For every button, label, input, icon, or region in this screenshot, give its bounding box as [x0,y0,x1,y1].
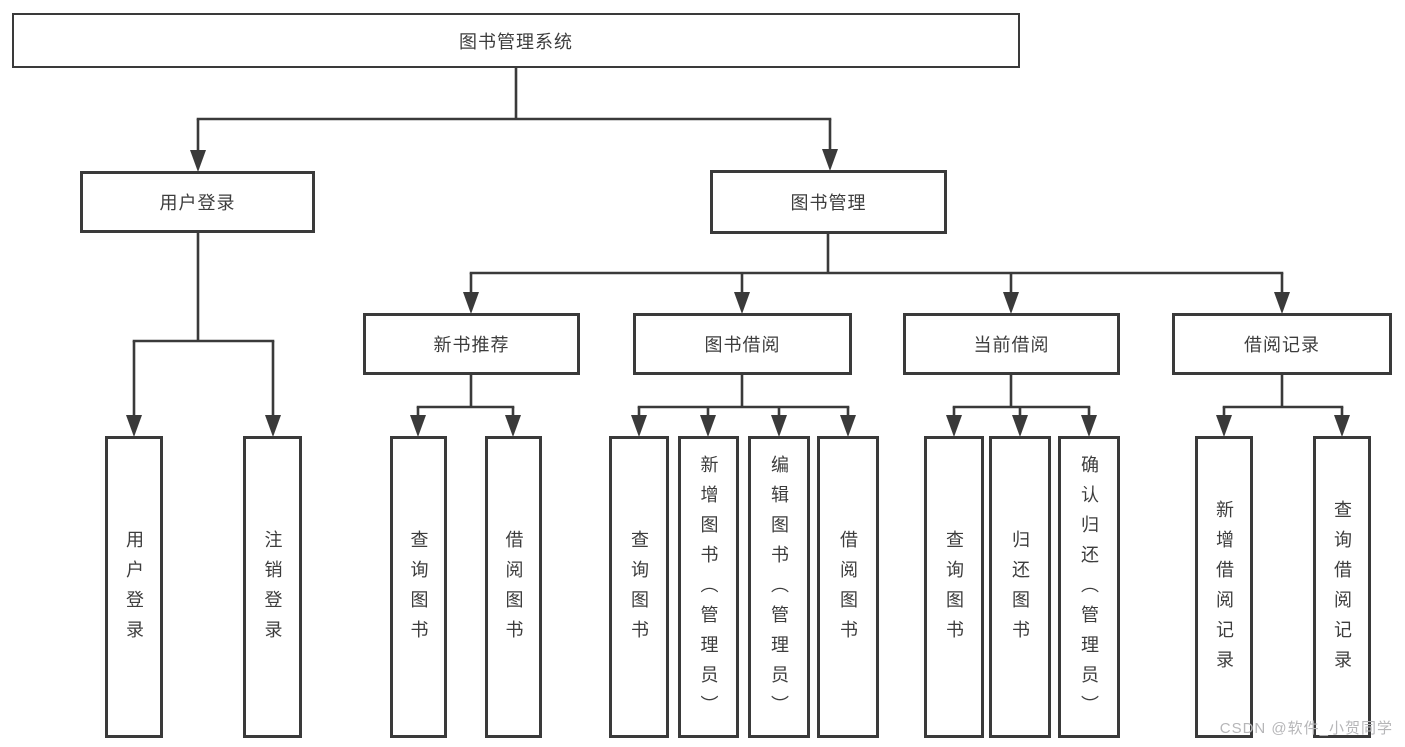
leaf-borrow-books: 借阅图书 [817,436,879,738]
leaf-return-books: 归还图书 [989,436,1051,738]
node-module-current-borrow: 当前借阅 [903,313,1120,375]
leaf-query-books-current: 查询图书 [924,436,984,738]
leaf-confirm-return-admin: 确认归还（管理员） [1058,436,1120,738]
leaf-add-borrow-record: 新增借阅记录 [1195,436,1253,738]
node-user-login-branch: 用户登录 [80,171,315,233]
leaf-query-books-borrow: 查询图书 [609,436,669,738]
leaf-query-borrow-record: 查询借阅记录 [1313,436,1371,738]
node-module-book-borrow: 图书借阅 [633,313,852,375]
node-book-management-branch: 图书管理 [710,170,947,234]
leaf-borrow-books-recommend: 借阅图书 [485,436,542,738]
leaf-add-books-admin: 新增图书（管理员） [678,436,739,738]
leaf-user-login: 用户登录 [105,436,163,738]
node-system-root: 图书管理系统 [12,13,1020,68]
leaf-query-books-recommend: 查询图书 [390,436,447,738]
csdn-watermark: CSDN @软件_小贺同学 [1219,720,1393,737]
leaf-edit-books-admin: 编辑图书（管理员） [748,436,810,738]
node-module-new-book-recommend: 新书推荐 [363,313,580,375]
leaf-logout: 注销登录 [243,436,302,738]
arrowheads [126,149,1350,437]
node-module-borrow-records: 借阅记录 [1172,313,1392,375]
